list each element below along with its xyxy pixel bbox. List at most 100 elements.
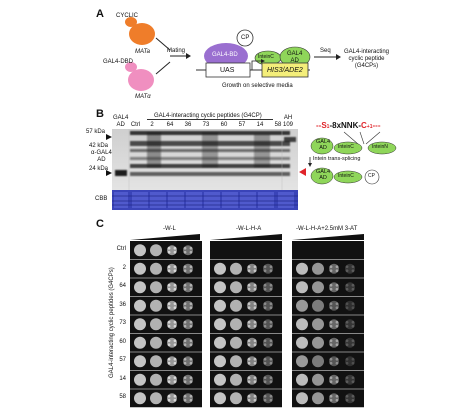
yeast-colony	[253, 357, 257, 361]
condition-label-2: -W-L-H-A	[236, 226, 262, 232]
yeast-colony	[345, 376, 349, 380]
yeast-colony	[167, 246, 171, 250]
yeast-spot	[150, 355, 162, 368]
yeast-colony	[183, 250, 187, 254]
yeast-spot	[150, 281, 162, 294]
yeast-colony	[269, 398, 273, 402]
yeast-spot	[150, 318, 162, 331]
yeast-spot	[247, 282, 257, 293]
yeast-colony	[351, 287, 355, 291]
marker-arrows	[106, 134, 112, 176]
yeast-spot	[345, 393, 355, 404]
yeast-colony	[253, 265, 257, 269]
yeast-colony	[173, 376, 177, 380]
yeast-spot	[183, 263, 193, 274]
western-blot	[112, 129, 298, 191]
yeast-spot	[167, 300, 177, 311]
yeast-colony	[253, 343, 257, 347]
yeast-colony	[183, 339, 187, 343]
yeast-colony	[183, 283, 187, 287]
yeast-colony	[263, 357, 267, 361]
yeast-colony	[247, 283, 251, 287]
yeast-spot	[263, 300, 273, 311]
yeast-colony	[167, 283, 171, 287]
yeast-spot	[296, 392, 308, 405]
yeast-colony	[335, 343, 339, 347]
yeast-colony	[253, 361, 257, 365]
yeast-spot	[134, 262, 146, 275]
yeast-spot	[312, 281, 324, 294]
yeast-colony	[345, 398, 349, 402]
yeast-colony	[173, 324, 177, 328]
row-label: 57	[119, 357, 126, 363]
construct-inteinn-top: InteinN	[372, 144, 388, 150]
yeast-spot	[214, 392, 226, 405]
panel-a-letter: A	[96, 8, 104, 20]
yeast-colony	[189, 394, 193, 398]
yeast-spot	[263, 263, 273, 274]
yeast-colony	[189, 269, 193, 273]
yeast-colony	[351, 398, 355, 402]
yeast-colony	[345, 380, 349, 384]
yeast-colony	[329, 339, 333, 343]
yeast-colony	[335, 380, 339, 384]
yeast-colony	[189, 339, 193, 343]
yeast-colony	[173, 357, 177, 361]
mata-label: MATa	[135, 49, 151, 55]
yeast-spot	[214, 373, 226, 386]
yeast-spot	[247, 337, 257, 348]
yeast-spot	[183, 337, 193, 348]
yeast-spot	[150, 392, 162, 405]
yeast-spot	[263, 393, 273, 404]
gal4dbd-yeast-cell	[125, 62, 154, 91]
yeast-colony	[253, 324, 257, 328]
yeast-colony	[247, 324, 251, 328]
yeast-colony	[173, 361, 177, 365]
yeast-colony	[247, 320, 251, 324]
yeast-colony	[335, 269, 339, 273]
yeast-colony	[329, 287, 333, 291]
lane-label: Ctrl	[130, 122, 141, 128]
yeast-colony	[345, 343, 349, 347]
yeast-spot	[134, 299, 146, 312]
yeast-spot	[167, 319, 177, 330]
yeast-colony	[253, 287, 257, 291]
yeast-spot	[296, 355, 308, 368]
yeast-spot	[329, 374, 339, 385]
yeast-colony	[351, 306, 355, 310]
cyclic-label: CYCLIC	[116, 13, 139, 19]
yeast-colony	[345, 339, 349, 343]
row-label: 2	[122, 264, 126, 271]
condition-label-1: -W-L	[163, 226, 176, 232]
yeast-colony	[247, 376, 251, 380]
cp-label: CP	[241, 35, 250, 41]
marker-42: 42 kDa	[89, 143, 109, 149]
yeast-colony	[173, 306, 177, 310]
yeast-colony	[329, 302, 333, 306]
yeast-colony	[167, 302, 171, 306]
yeast-spot	[230, 262, 242, 275]
yeast-colony	[335, 357, 339, 361]
lane-label: 14	[256, 122, 264, 128]
yeast-spot	[312, 355, 324, 368]
yeast-colony	[253, 302, 257, 306]
yeast-spot	[134, 244, 146, 257]
seq-label: Seq	[320, 48, 331, 54]
yeast-colony	[167, 324, 171, 328]
yeast-colony	[351, 283, 355, 287]
yeast-spot	[345, 337, 355, 348]
yeast-spot	[134, 318, 146, 331]
dilution-wedges	[130, 234, 364, 240]
yeast-colony	[269, 302, 273, 306]
construct-library: -8xNNK-	[329, 121, 362, 130]
yeast-spot	[214, 281, 226, 294]
yeast-colony	[351, 361, 355, 365]
yeast-colony	[329, 269, 333, 273]
yeast-colony	[345, 287, 349, 291]
yeast-colony	[269, 269, 273, 273]
yeast-spot	[150, 244, 162, 257]
yeast-colony	[263, 265, 267, 269]
yeast-spot	[329, 300, 339, 311]
yeast-spot	[167, 282, 177, 293]
growth-label: Growth on selective media	[222, 83, 293, 89]
